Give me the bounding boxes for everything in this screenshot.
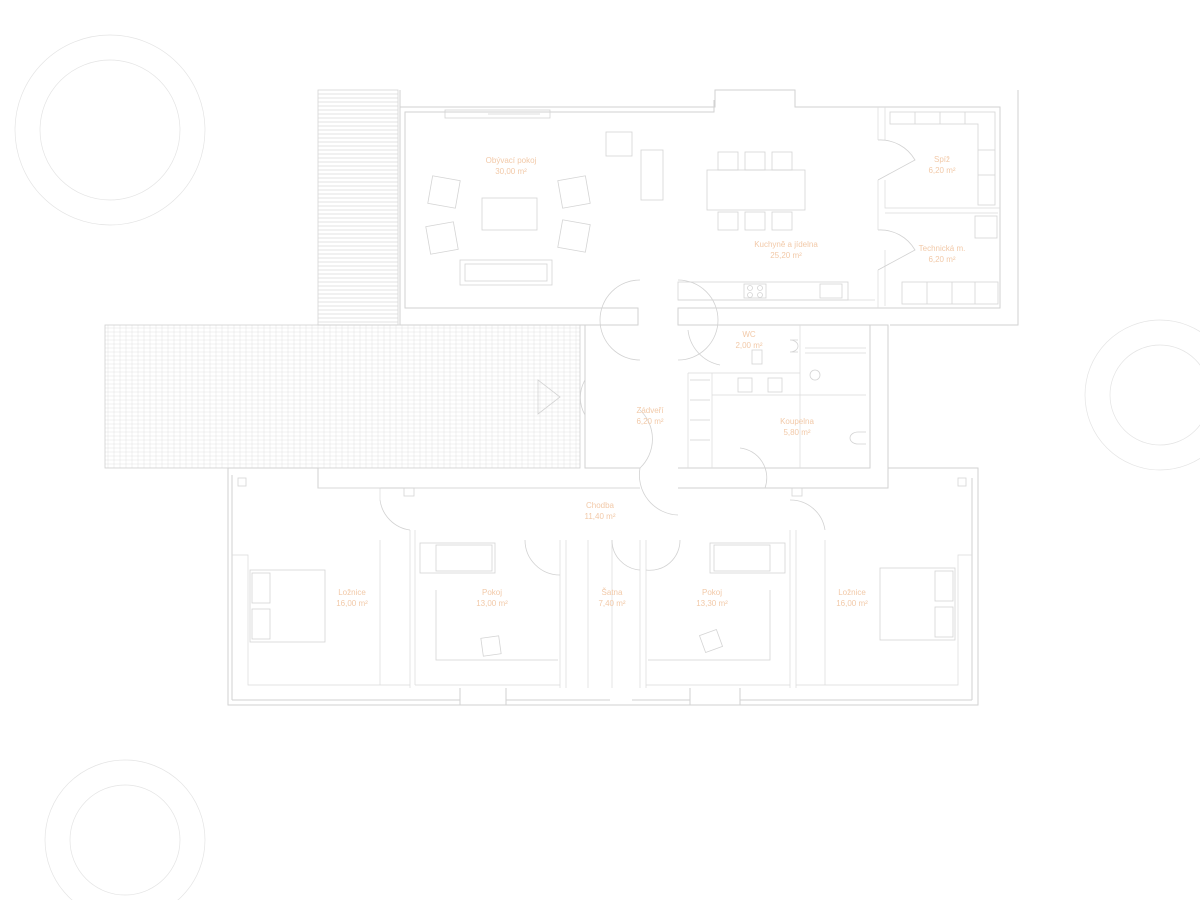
stove-icon: [743, 283, 767, 299]
wooden-deck: [317, 89, 399, 326]
room-name: Šatna: [602, 588, 623, 597]
exterior-walls: [227, 89, 1019, 706]
armchair-icon: [425, 131, 633, 255]
room-name: Ložnice: [338, 588, 366, 597]
room-area: 16,00 m²: [336, 599, 368, 608]
sink-icon: [737, 349, 783, 393]
paved-terrace: [104, 324, 581, 469]
tree-foliage-icon: [14, 34, 1200, 900]
desk-icon: [419, 542, 786, 657]
room-name: Kuchyně a jídelna: [754, 240, 818, 249]
fireplace-icon: [640, 149, 664, 201]
room-name: Technická m.: [919, 244, 966, 253]
room-area: 7,40 m²: [598, 599, 625, 608]
room-name: Pokoj: [702, 588, 722, 597]
toilet-icon: [789, 339, 866, 445]
chair-icon: [717, 151, 793, 231]
room-loznice-right: Ložnice 16,00 m²: [836, 588, 868, 608]
room-koupelna: Koupelna 5,80 m²: [780, 417, 814, 437]
wardrobe-icon: [690, 379, 710, 441]
room-spiz: Spíž 6,20 m²: [928, 155, 955, 175]
room-name: WC: [742, 330, 756, 339]
room-satna: Šatna 7,40 m²: [598, 588, 625, 608]
room-area: 5,80 m²: [783, 428, 810, 437]
room-name: Chodba: [586, 501, 615, 510]
room-area: 2,00 m²: [735, 341, 762, 350]
coffee-table-icon: [481, 197, 538, 231]
room-pokoj-2: Pokoj 13,30 m²: [696, 588, 728, 608]
room-area: 13,30 m²: [696, 599, 728, 608]
room-area: 30,00 m²: [495, 167, 527, 176]
room-zadveri: Zádveří 6,20 m²: [636, 406, 664, 426]
room-area: 16,00 m²: [836, 599, 868, 608]
room-area: 6,20 m²: [636, 417, 663, 426]
shelving-icon: [889, 111, 999, 305]
shower-icon: [809, 369, 821, 381]
sofa-icon: [459, 259, 553, 286]
room-name: Spíž: [934, 155, 950, 164]
room-area: 6,20 m²: [928, 166, 955, 175]
room-jidelna: Kuchyně a jídelna 25,20 m²: [754, 240, 818, 260]
room-labels: Obývací pokoj 30,00 m² Kuchyně a jídelna…: [336, 155, 965, 608]
room-name: Obývací pokoj: [486, 156, 537, 165]
room-technicka: Technická m. 6,20 m²: [919, 244, 966, 264]
kitchen-counter-icon: [677, 281, 849, 301]
room-area: 11,40 m²: [585, 512, 616, 521]
room-name: Pokoj: [482, 588, 502, 597]
dining-table-icon: [706, 169, 806, 211]
room-pokoj-1: Pokoj 13,00 m²: [476, 588, 508, 608]
room-name: Ložnice: [838, 588, 866, 597]
room-area: 6,20 m²: [928, 255, 955, 264]
bed-icon: [249, 567, 956, 643]
room-area: 13,00 m²: [476, 599, 508, 608]
room-loznice-left: Ložnice 16,00 m²: [336, 588, 368, 608]
room-obyvaci-pokoj: Obývací pokoj 30,00 m²: [486, 156, 537, 176]
door-swing-icon: [379, 139, 916, 576]
room-name: Koupelna: [780, 417, 814, 426]
wardrobe-icon: [237, 477, 967, 661]
tv-cabinet-icon: [444, 109, 551, 119]
room-area: 25,20 m²: [770, 251, 802, 260]
room-name: Zádveří: [636, 406, 664, 415]
room-chodba: Chodba 11,40 m²: [585, 501, 616, 521]
room-wc: WC 2,00 m²: [735, 330, 762, 350]
